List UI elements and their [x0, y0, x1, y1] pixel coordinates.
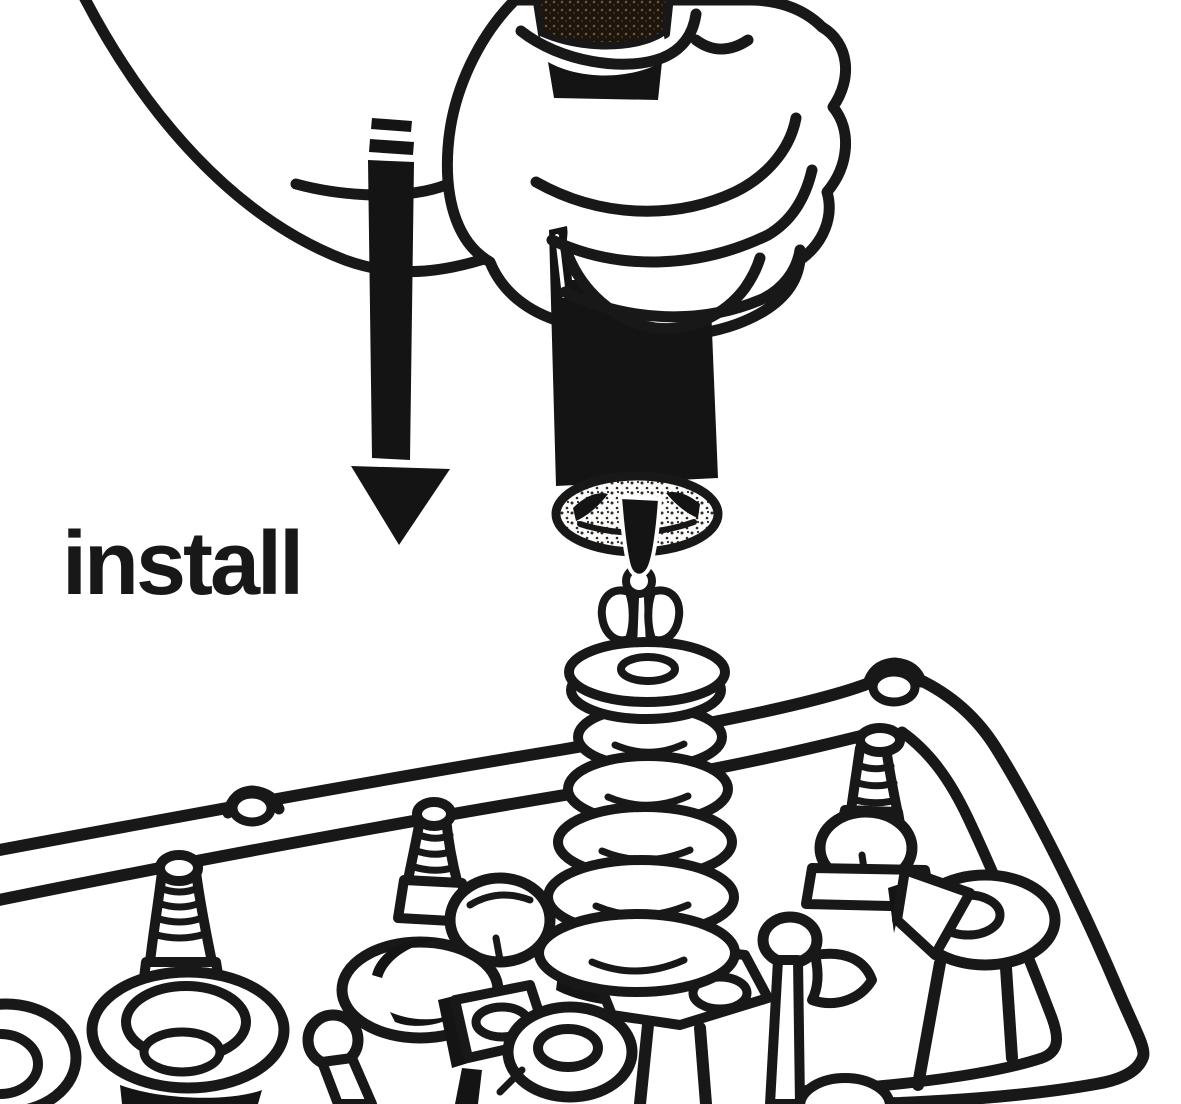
- valve-stud-mid: [302, 797, 556, 1104]
- bolt-hole-right: [868, 667, 920, 707]
- arrow-shaft: [368, 160, 414, 460]
- leg-right: [1000, 962, 1018, 1064]
- stud-ridges: [848, 761, 900, 807]
- seat-crescent-lower: [390, 1002, 472, 1026]
- install-label: install: [62, 514, 304, 614]
- foot-shade-right: [666, 492, 700, 518]
- leg-left: [912, 957, 946, 1091]
- thumb-curl: [515, 8, 702, 70]
- spring-coil-5: [534, 909, 740, 997]
- arrow-head: [351, 466, 450, 545]
- bolt-boss-bump-right: [862, 657, 927, 690]
- finger-curls: [515, 8, 818, 323]
- forearm-lower-line: [79, 0, 511, 278]
- thumb-web: [690, 34, 754, 55]
- bolt-hole-left: [228, 789, 276, 827]
- retainer-hole: [617, 653, 679, 685]
- stud-tip: [855, 723, 905, 757]
- stud-tip: [155, 850, 203, 886]
- pivot-ball-crease: [466, 891, 534, 964]
- valve-keepers: [597, 564, 684, 645]
- head-edge-ring-left-inner: [0, 1029, 43, 1099]
- spring-seat-inner: [139, 1027, 225, 1077]
- fingertip-edge: [560, 244, 766, 335]
- guide-ring-tail: [496, 1066, 526, 1096]
- keeper-left: [597, 586, 637, 645]
- valve-stud-right: [801, 723, 1061, 1091]
- tool-neck: [548, 62, 662, 100]
- foot-shade-left: [573, 493, 608, 521]
- seat-shadow: [120, 1085, 262, 1104]
- head-rail-outer-edge: [0, 676, 878, 856]
- stud-ridges: [149, 884, 209, 942]
- keeper-right: [644, 586, 684, 645]
- head-rail-right-edge: [824, 673, 1150, 1104]
- coil-gap-5: [588, 956, 688, 975]
- arrow-dash-2: [369, 139, 414, 155]
- ball-stud-stem: [765, 955, 805, 1104]
- clamp-leg-left: [634, 1019, 654, 1104]
- arrow-dash-1: [371, 118, 412, 132]
- stud-ridges: [407, 830, 459, 874]
- tool-top-cap: [532, 0, 674, 50]
- clamp-leg: [455, 1068, 482, 1104]
- cylinder-head: [0, 657, 1150, 1104]
- ball-stud-stem: [317, 1053, 377, 1104]
- clamp-piece-right: [807, 948, 877, 1009]
- ring-finger-curl: [559, 244, 806, 323]
- spring-retainer: [564, 637, 730, 724]
- valve-spring: [534, 702, 740, 997]
- clamp-leg-right: [694, 1022, 712, 1104]
- stud-tip: [412, 797, 456, 831]
- down-arrow-icon: [351, 118, 450, 545]
- index-finger-curl: [530, 112, 802, 217]
- seat-crescent-upper: [372, 939, 438, 978]
- rocker-clamp: [892, 865, 975, 960]
- valve-stud-left: [86, 850, 290, 1104]
- middle-finger-curl: [546, 164, 818, 268]
- guide-ring-inner: [533, 1024, 603, 1072]
- head-rail-inner-right-edge: [774, 726, 1063, 1098]
- tool-pin: [617, 494, 663, 578]
- head-rail-inner-edge: [0, 724, 891, 906]
- ring-bottom-right: [795, 1073, 895, 1104]
